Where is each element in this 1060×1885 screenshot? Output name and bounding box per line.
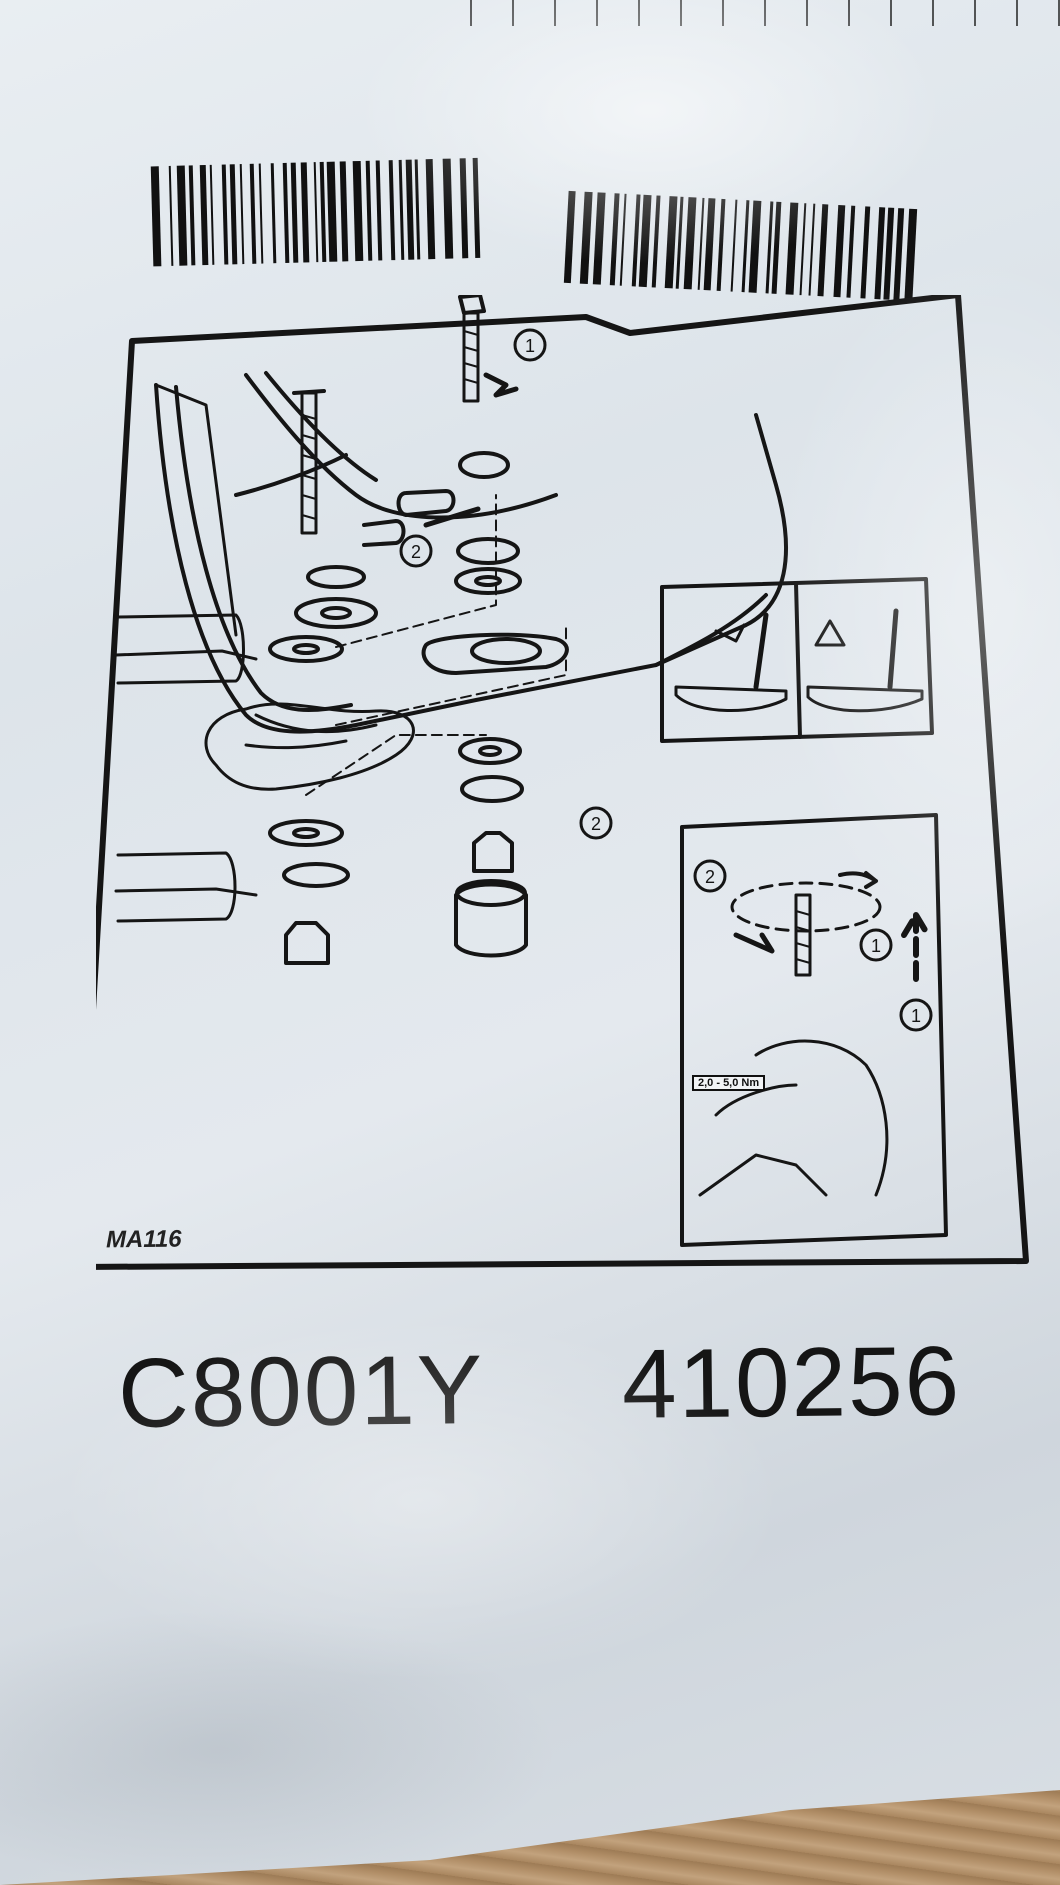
barcode-stripe (741, 200, 750, 293)
barcode-stripe (375, 160, 383, 261)
step-marker-labels: 1 2 2 1 (411, 336, 881, 956)
step-marker-1-inset: 1 (911, 1006, 921, 1026)
barcode-stripe (472, 157, 481, 258)
barcode-stripe (638, 194, 652, 288)
barcode-stripe (817, 204, 829, 297)
barcode-stripe (176, 165, 188, 266)
barcode-stripe (771, 201, 782, 294)
barcode-stripe (221, 164, 229, 265)
washer-detail-callouts (114, 613, 258, 923)
dashed-guide-lines (305, 494, 567, 796)
toilet-seat-illustration (154, 371, 788, 734)
barcode-stripe (339, 161, 349, 262)
article-number: 410256 (621, 1325, 962, 1439)
barcode-stripe (609, 193, 620, 286)
barcode-stripe (150, 166, 162, 267)
barcode-stripe (579, 191, 593, 284)
barcode-stripe (730, 199, 738, 292)
barcode-stripe (833, 204, 846, 298)
tightening-detail-panel (680, 813, 948, 1247)
barcode-stripe (300, 162, 310, 263)
barcode-stripe (168, 165, 174, 266)
seat-hinge-warning-panels (660, 577, 934, 743)
step-marker-2-inset: 2 (705, 867, 715, 887)
barcode-stripe (249, 163, 257, 264)
barcode-stripe (785, 202, 799, 295)
barcode-stripe (352, 160, 364, 262)
barcode-stripe (326, 161, 338, 262)
barcode-stripe (748, 200, 762, 293)
barcode-stripe (405, 159, 415, 260)
assembly-diagram: 1 2 2 1 (96, 295, 1032, 1271)
barcode-right (563, 190, 920, 301)
barcode-stripe (799, 203, 807, 296)
step-marker-1-right: 1 (871, 936, 881, 956)
torque-spec-label: 2,0 - 5,0 Nm (692, 1075, 766, 1091)
barcode-stripe (319, 161, 327, 262)
barcode-stripe (592, 192, 606, 285)
model-code: C8001Y (117, 1334, 485, 1448)
barcode-stripe (703, 198, 716, 291)
ruler-tick-marks (470, 0, 1060, 26)
barcode-stripe (893, 208, 905, 301)
barcode-stripe (846, 205, 856, 298)
barcode-stripe (651, 195, 661, 288)
barcode-stripe (388, 160, 396, 261)
wiping-hand-illustration (204, 702, 415, 791)
barcode-stripe (229, 164, 238, 265)
barcode-stripe (459, 158, 469, 259)
barcode-stripe (619, 193, 627, 286)
step-marker-2-right: 2 (591, 814, 601, 834)
barcode-stripe (904, 208, 918, 301)
barcode-stripe (414, 159, 421, 260)
barcode-stripe (270, 163, 277, 264)
barcode-stripe (442, 158, 454, 259)
barcode-stripe (883, 207, 895, 300)
diagram-code: MA116 (105, 1225, 182, 1254)
barcode-stripe (258, 163, 264, 264)
barcode-stripe (188, 165, 196, 266)
barcode-stripe (716, 198, 726, 291)
barcode-stripe (860, 206, 871, 299)
step-marker-1-top: 1 (525, 336, 535, 356)
barcode-stripe (683, 197, 697, 290)
step-marker-2-left: 2 (411, 542, 421, 562)
barcode-stripe (290, 162, 299, 263)
barcode-stripe (239, 164, 245, 265)
barcode-stripe (398, 159, 405, 260)
barcode-stripe (282, 162, 290, 263)
barcode-stripe (808, 203, 816, 296)
barcode-left (150, 157, 492, 267)
barcode-stripe (675, 196, 684, 289)
barcode-stripe (209, 164, 215, 265)
barcode-stripe (313, 162, 319, 263)
barcode-stripe (365, 160, 373, 261)
barcode-stripe (199, 165, 209, 266)
barcode-stripe (425, 159, 436, 260)
